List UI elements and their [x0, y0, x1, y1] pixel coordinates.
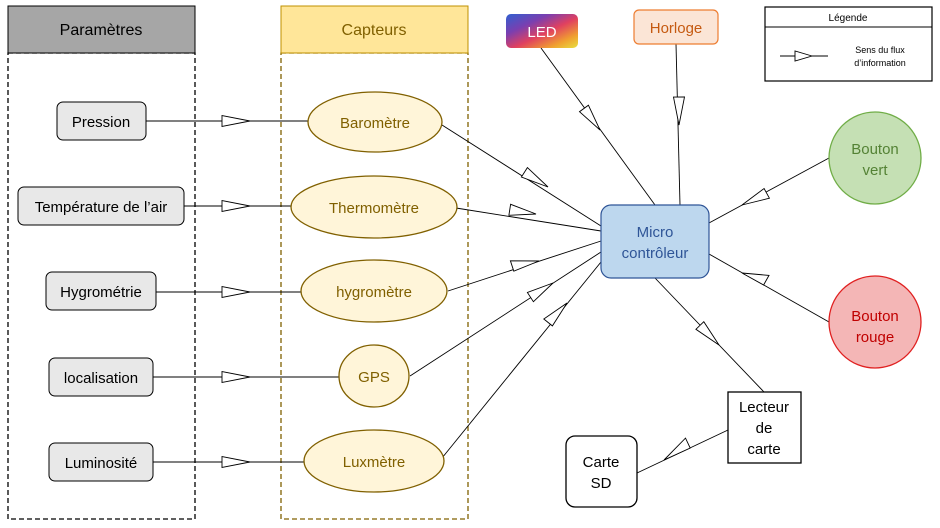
flow-arrow — [221, 285, 251, 299]
parameter-label: Luminosité — [65, 455, 138, 472]
card-reader-line1: Lecteur — [739, 399, 789, 416]
flow-arrows — [221, 96, 771, 469]
red-button-line2: rouge — [856, 329, 894, 346]
flow-arrow — [543, 302, 568, 327]
legend-text-line2: d’information — [854, 58, 906, 68]
capteurs-title: Capteurs — [342, 22, 407, 39]
flow-arrow — [221, 199, 251, 213]
sensor-thermometre: Thermomètre — [290, 175, 458, 239]
flow-arrow — [221, 114, 251, 128]
flow-arrow — [695, 320, 720, 346]
parameter-label: Hygrométrie — [60, 284, 142, 301]
flow-arrow — [741, 187, 771, 206]
sensor-label: Baromètre — [340, 115, 410, 132]
sd-card-line1: Carte — [583, 454, 620, 471]
parametres-title: Paramètres — [60, 22, 143, 39]
sensor-luxmetre: Luxmètre — [303, 429, 445, 493]
flow-arrow — [578, 104, 601, 131]
sd-card: Carte SD — [565, 435, 638, 508]
flow-arrow — [672, 96, 686, 126]
legend-title: Légende — [829, 13, 868, 24]
parameter-pression: Pression — [56, 101, 147, 141]
parametres-column: Paramètres — [7, 5, 196, 520]
legend-arrow-icon — [794, 50, 814, 62]
parameter-localisation: localisation — [48, 357, 154, 397]
clock-label: Horloge — [650, 20, 703, 37]
parameter-label: Pression — [72, 114, 130, 131]
card-reader-line2: de — [756, 420, 773, 437]
flow-arrow — [221, 370, 251, 384]
sd-card-line2: SD — [591, 475, 612, 492]
card-reader-line3: carte — [747, 441, 780, 458]
legend: Légende Sens du flux d’information — [764, 6, 933, 82]
led-label: LED — [527, 24, 556, 41]
legend-text-line1: Sens du flux — [855, 45, 905, 55]
sensor-gps: GPS — [338, 344, 410, 408]
flow-arrow — [221, 455, 251, 469]
green-button: Bouton vert — [828, 111, 922, 205]
flow-arrow — [509, 260, 540, 272]
parametres-header — [7, 5, 196, 54]
red-button-line1: Bouton — [851, 308, 899, 325]
flow-arrow — [508, 203, 537, 216]
flow-arrow — [520, 166, 549, 188]
microcontroller: Micro contrôleur — [600, 204, 710, 279]
card-reader: Lecteur de carte — [727, 391, 802, 464]
parameter-label: Température de l’air — [35, 199, 168, 216]
sensor-label: Thermomètre — [329, 200, 419, 217]
capteurs-header — [280, 5, 469, 54]
clock: Horloge — [633, 9, 719, 45]
sensor-barometre: Baromètre — [307, 91, 443, 153]
sensor-label: GPS — [358, 369, 390, 386]
parameter-temperature: Température de l’air — [17, 186, 185, 226]
flow-arrow — [741, 272, 770, 286]
green-button-line2: vert — [862, 162, 888, 179]
red-button: Bouton rouge — [828, 275, 922, 369]
parameter-label: localisation — [64, 370, 138, 387]
parameter-luminosite: Luminosité — [48, 442, 154, 482]
led: LED — [506, 14, 578, 48]
flow-arrow — [663, 437, 691, 461]
capteurs-column: Capteurs — [280, 5, 469, 520]
sensor-label: Luxmètre — [343, 454, 406, 471]
sensor-label: hygromètre — [336, 284, 412, 301]
microcontroller-line2: contrôleur — [622, 245, 689, 262]
green-button-line1: Bouton — [851, 141, 899, 158]
flow-lines — [146, 43, 830, 474]
flow-arrow — [526, 282, 554, 303]
sensor-hygrometre: hygromètre — [300, 259, 448, 323]
microcontroller-line1: Micro — [637, 224, 674, 241]
parameter-hygrometrie: Hygrométrie — [45, 271, 157, 311]
